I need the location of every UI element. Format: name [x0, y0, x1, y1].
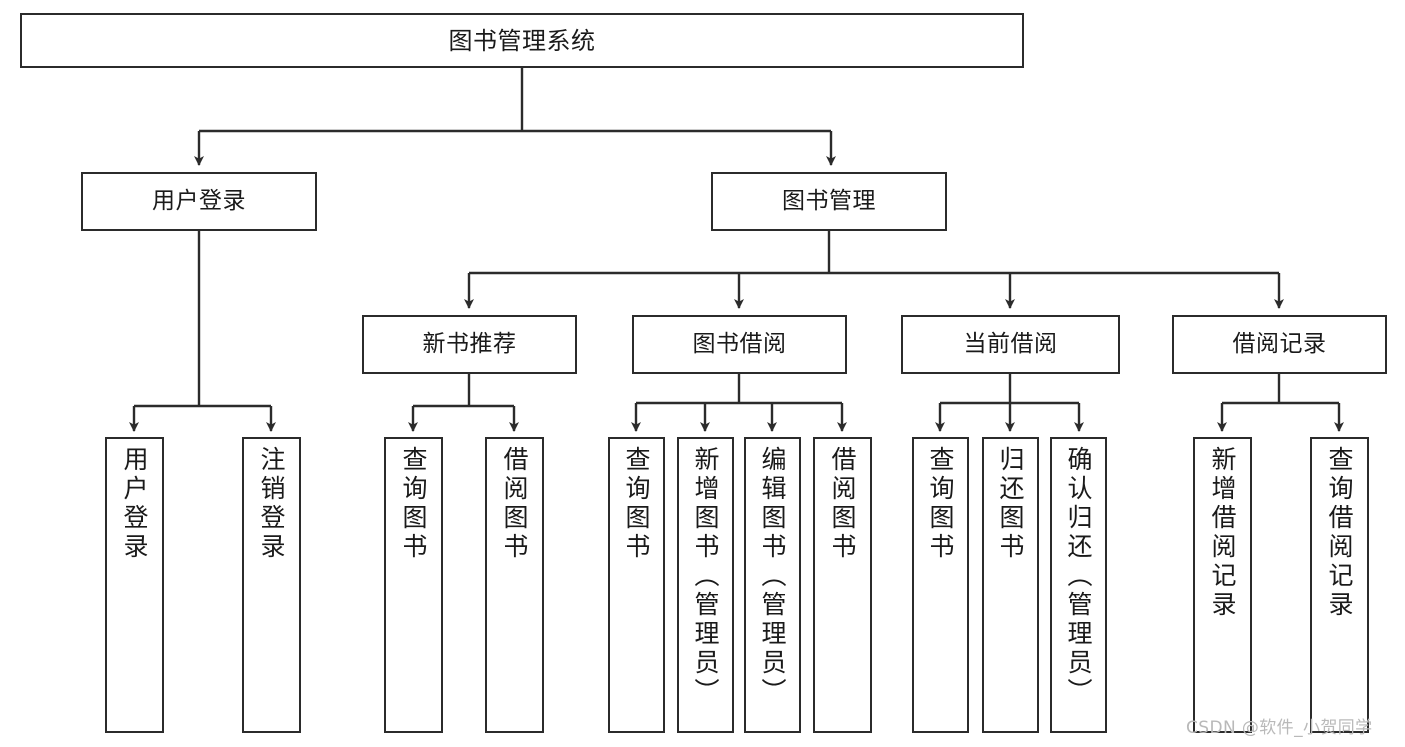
watermark: CSDN @软件_小贺同学 — [1186, 718, 1373, 738]
leaf-rec-query-label: 查询图书 — [399, 446, 428, 562]
node-current-borrow-label: 当前借阅 — [963, 331, 1058, 358]
leaf-borrow-query-label: 查询图书 — [622, 446, 651, 562]
leaf-rec-add-label: 新增借阅记录 — [1208, 446, 1237, 620]
node-book-manage-label: 图书管理 — [782, 188, 876, 215]
leaf-cur-query[interactable]: 查询图书 — [912, 437, 969, 733]
node-root-label: 图书管理系统 — [448, 26, 596, 55]
node-root[interactable]: 图书管理系统 — [20, 13, 1024, 68]
leaf-rec-borrow-label: 借阅图书 — [500, 446, 529, 562]
leaf-borrow-edit[interactable]: 编辑图书（管理员） — [744, 437, 801, 733]
node-current-borrow[interactable]: 当前借阅 — [901, 315, 1120, 374]
leaf-user-login[interactable]: 用户登录 — [105, 437, 164, 733]
leaf-user-logout[interactable]: 注销登录 — [242, 437, 301, 733]
leaf-cur-confirm-label: 确认归还（管理员） — [1064, 446, 1093, 707]
leaf-cur-return[interactable]: 归还图书 — [982, 437, 1039, 733]
leaf-borrow-lend[interactable]: 借阅图书 — [813, 437, 872, 733]
leaf-user-logout-label: 注销登录 — [257, 446, 286, 562]
leaf-borrow-lend-label: 借阅图书 — [828, 446, 857, 562]
leaf-borrow-query[interactable]: 查询图书 — [608, 437, 665, 733]
node-new-book-rec-label: 新书推荐 — [422, 331, 517, 358]
leaf-rec-borrow[interactable]: 借阅图书 — [485, 437, 544, 733]
node-user-login-label: 用户登录 — [152, 188, 246, 215]
leaf-borrow-add[interactable]: 新增图书（管理员） — [677, 437, 734, 733]
node-book-borrow[interactable]: 图书借阅 — [632, 315, 847, 374]
leaf-rec-query-record[interactable]: 查询借阅记录 — [1310, 437, 1369, 733]
leaf-rec-add[interactable]: 新增借阅记录 — [1193, 437, 1252, 733]
leaf-borrow-add-label: 新增图书（管理员） — [691, 446, 720, 707]
leaf-cur-confirm[interactable]: 确认归还（管理员） — [1050, 437, 1107, 733]
leaf-rec-query-record-label: 查询借阅记录 — [1325, 446, 1354, 620]
node-user-login[interactable]: 用户登录 — [81, 172, 317, 231]
leaf-cur-return-label: 归还图书 — [996, 446, 1025, 562]
node-new-book-rec[interactable]: 新书推荐 — [362, 315, 577, 374]
node-book-manage[interactable]: 图书管理 — [711, 172, 947, 231]
node-borrow-record[interactable]: 借阅记录 — [1172, 315, 1387, 374]
leaf-borrow-edit-label: 编辑图书（管理员） — [758, 446, 787, 707]
node-book-borrow-label: 图书借阅 — [692, 331, 787, 358]
leaf-cur-query-label: 查询图书 — [926, 446, 955, 562]
node-borrow-record-label: 借阅记录 — [1232, 331, 1327, 358]
leaf-rec-query[interactable]: 查询图书 — [384, 437, 443, 733]
leaf-user-login-label: 用户登录 — [120, 446, 149, 562]
